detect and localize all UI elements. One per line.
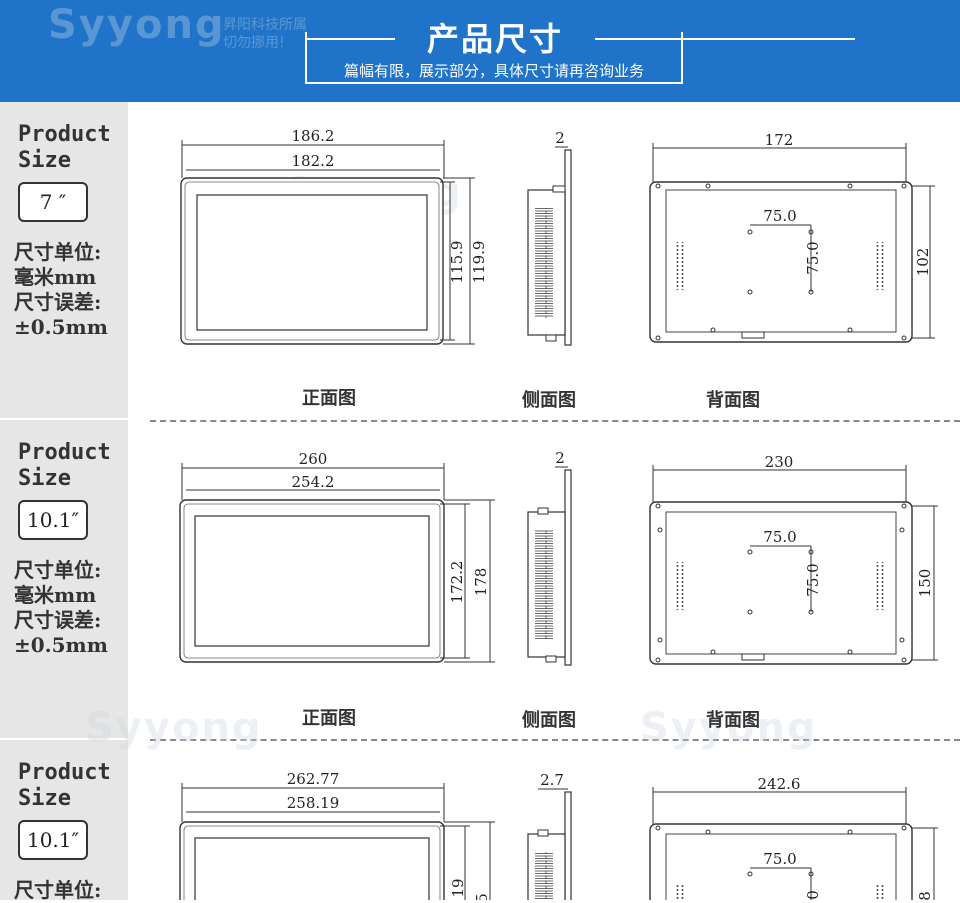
unit-line: 尺寸单位: bbox=[14, 240, 102, 264]
product-text: Product bbox=[18, 440, 111, 465]
dim-inner-height: 172.2 bbox=[448, 561, 466, 604]
size-text: Size bbox=[18, 786, 71, 811]
screen bbox=[194, 515, 430, 647]
dim-vesa-width: 75.0 bbox=[763, 207, 796, 225]
unit-line: 尺寸单位: bbox=[14, 558, 102, 582]
side-view-1: 2 bbox=[527, 129, 572, 346]
size-text: Size bbox=[18, 466, 71, 491]
watermark-line1: 昇阳科技所属 bbox=[223, 17, 307, 33]
dim-inner-height: 19 bbox=[449, 878, 467, 897]
dim-vesa-height: 0 bbox=[804, 890, 822, 900]
caption-front: 正面图 bbox=[302, 708, 356, 729]
dim-outer-width: 262.77 bbox=[287, 770, 340, 788]
screen bbox=[196, 194, 428, 331]
unit-line: 毫米mm bbox=[14, 583, 97, 607]
sidebar-section-2 bbox=[0, 420, 128, 738]
size-badge: 10.1″ bbox=[18, 820, 88, 860]
dim-vesa-width: 75.0 bbox=[763, 850, 796, 868]
unit-line: 尺寸单位: bbox=[14, 878, 102, 902]
dim-outer-width: 186.2 bbox=[292, 127, 335, 145]
unit-line: 尺寸误差: bbox=[14, 290, 102, 314]
side-view-3: 2.7 bbox=[527, 771, 572, 900]
front-view-3: 262.77 258.19 19 5 bbox=[179, 770, 495, 900]
page-subtitle: 篇幅有限，展示部分，具体尺寸请再咨询业务 bbox=[343, 62, 644, 80]
dim-depth: 2 bbox=[555, 129, 565, 147]
dim-outer-height: 119.9 bbox=[470, 241, 488, 284]
product-label: Product Size bbox=[18, 760, 111, 812]
header-banner: Syyong 昇阳科技所属 切勿挪用! 产品尺寸 篇幅有限，展示部分，具体尺寸请… bbox=[0, 0, 960, 102]
size-text: Size bbox=[18, 148, 71, 173]
front-view-1: 186.2 182.2 115.9 119.9 bbox=[180, 127, 488, 345]
unit-line: ±0.5mm bbox=[14, 315, 108, 339]
header-rule-left bbox=[305, 38, 395, 40]
dim-vesa-width: 75.0 bbox=[763, 528, 796, 546]
dim-inner-width: 258.19 bbox=[287, 794, 340, 812]
dim-back-height: 150 bbox=[916, 569, 934, 598]
unit-line: ±0.5mm bbox=[14, 633, 108, 657]
size-badge: 7 ″ bbox=[18, 182, 88, 222]
side-view-2: 2 bbox=[527, 449, 572, 666]
drawing-watermark: Syyong bbox=[85, 705, 263, 751]
back-view-3: 242.6 75.0 0 8 bbox=[649, 775, 938, 900]
dim-depth: 2.7 bbox=[540, 771, 564, 789]
dim-inner-width: 254.2 bbox=[292, 473, 335, 491]
dim-inner-width: 182.2 bbox=[292, 152, 335, 170]
watermark-line2: 切勿挪用! bbox=[223, 35, 285, 51]
dim-outer-width: 260 bbox=[299, 450, 328, 468]
dim-back-width: 230 bbox=[765, 453, 794, 471]
caption-side: 侧面图 bbox=[522, 390, 576, 411]
watermark-brand: Syyong bbox=[48, 2, 226, 48]
product-text: Product bbox=[18, 760, 111, 785]
watermark-brand: Syyong bbox=[85, 705, 263, 751]
unit-line: 毫米mm bbox=[14, 265, 97, 289]
header-watermark: Syyong 昇阳科技所属 切勿挪用! bbox=[48, 2, 307, 51]
bezel bbox=[180, 177, 444, 345]
dim-outer-height: 178 bbox=[472, 568, 490, 597]
section-divider bbox=[150, 739, 960, 741]
header-subtitle-frame bbox=[305, 32, 683, 84]
drawing-watermark: Syyong bbox=[640, 705, 818, 751]
dim-outer-height: 5 bbox=[473, 893, 491, 900]
watermark-brand: Syyong bbox=[640, 705, 818, 751]
dim-back-width: 172 bbox=[765, 131, 794, 149]
dim-vesa-height: 75.0 bbox=[804, 563, 822, 596]
unit-info: 尺寸单位: bbox=[14, 878, 101, 903]
sidebar-section-1 bbox=[0, 102, 128, 418]
product-text: Product bbox=[18, 122, 111, 147]
product-label: Product Size bbox=[18, 122, 111, 174]
screen bbox=[194, 837, 430, 900]
caption-back: 背面图 bbox=[706, 710, 760, 731]
caption-back: 背面图 bbox=[706, 390, 760, 411]
dim-vesa-height: 75.0 bbox=[804, 241, 822, 274]
unit-info: 尺寸单位: 毫米mm 尺寸误差: ±0.5mm bbox=[14, 240, 108, 340]
size-badge: 10.1″ bbox=[18, 500, 88, 540]
product-label: Product Size bbox=[18, 440, 111, 492]
dim-inner-height: 115.9 bbox=[448, 241, 466, 284]
header-rule-right bbox=[595, 38, 855, 40]
dim-depth: 2 bbox=[555, 449, 565, 467]
section-divider bbox=[150, 420, 960, 422]
unit-line: 尺寸误差: bbox=[14, 608, 102, 632]
dim-back-height: 102 bbox=[914, 248, 932, 277]
bezel bbox=[179, 499, 445, 663]
dim-back-height: 8 bbox=[916, 891, 934, 900]
page-title: 产品尺寸 bbox=[426, 20, 563, 58]
front-view-2: 260 254.2 172.2 178 bbox=[179, 450, 495, 663]
back-view-1: 172 75.0 75.0 102 bbox=[649, 131, 935, 343]
caption-side: 侧面图 bbox=[522, 710, 576, 731]
bezel bbox=[179, 821, 445, 900]
caption-front: 正面图 bbox=[302, 388, 356, 409]
back-view-2: 230 75.0 75.0 150 bbox=[649, 453, 938, 665]
unit-info: 尺寸单位: 毫米mm 尺寸误差: ±0.5mm bbox=[14, 558, 108, 658]
dim-back-width: 242.6 bbox=[758, 775, 801, 793]
